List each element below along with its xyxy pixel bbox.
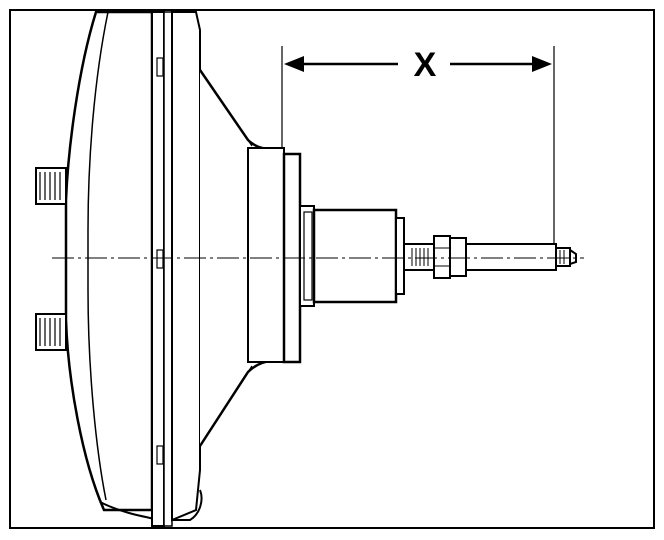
booster-housing: [64, 10, 154, 512]
dimension-arrow-right: [532, 56, 552, 72]
adapter-step-inner: [303, 211, 313, 301]
master-cylinder-adapter: [312, 208, 398, 304]
front-shell-edge-bottom: [205, 365, 253, 437]
pushrod-end: [569, 248, 577, 266]
shell-body: [247, 147, 285, 363]
dimension-arrow-left: [284, 56, 304, 72]
pushrod-body: [403, 243, 435, 271]
dimension-label: X: [414, 46, 437, 84]
pushrod-tip: [555, 247, 571, 267]
pushrod-body-threads: [411, 248, 429, 266]
adapter-lip: [395, 217, 405, 295]
frame-border: [9, 9, 655, 529]
housing-inner-line: [87, 11, 109, 501]
housing-rim: [99, 489, 203, 521]
mounting-stud-upper: [35, 167, 67, 205]
flange-slot-middle: [156, 249, 164, 269]
rear-flange: [171, 11, 201, 522]
front-shell-edge-top: [205, 77, 253, 147]
flange-slot-bottom: [156, 445, 164, 465]
adjusting-nut-second: [449, 237, 467, 277]
mounting-stud-lower: [35, 313, 67, 351]
adjusting-nut: [433, 235, 451, 279]
flange-slot-top: [156, 57, 164, 77]
pushrod: [465, 243, 557, 271]
flange-plate-inner: [163, 11, 173, 527]
pushrod-tip-threads: [559, 250, 565, 264]
